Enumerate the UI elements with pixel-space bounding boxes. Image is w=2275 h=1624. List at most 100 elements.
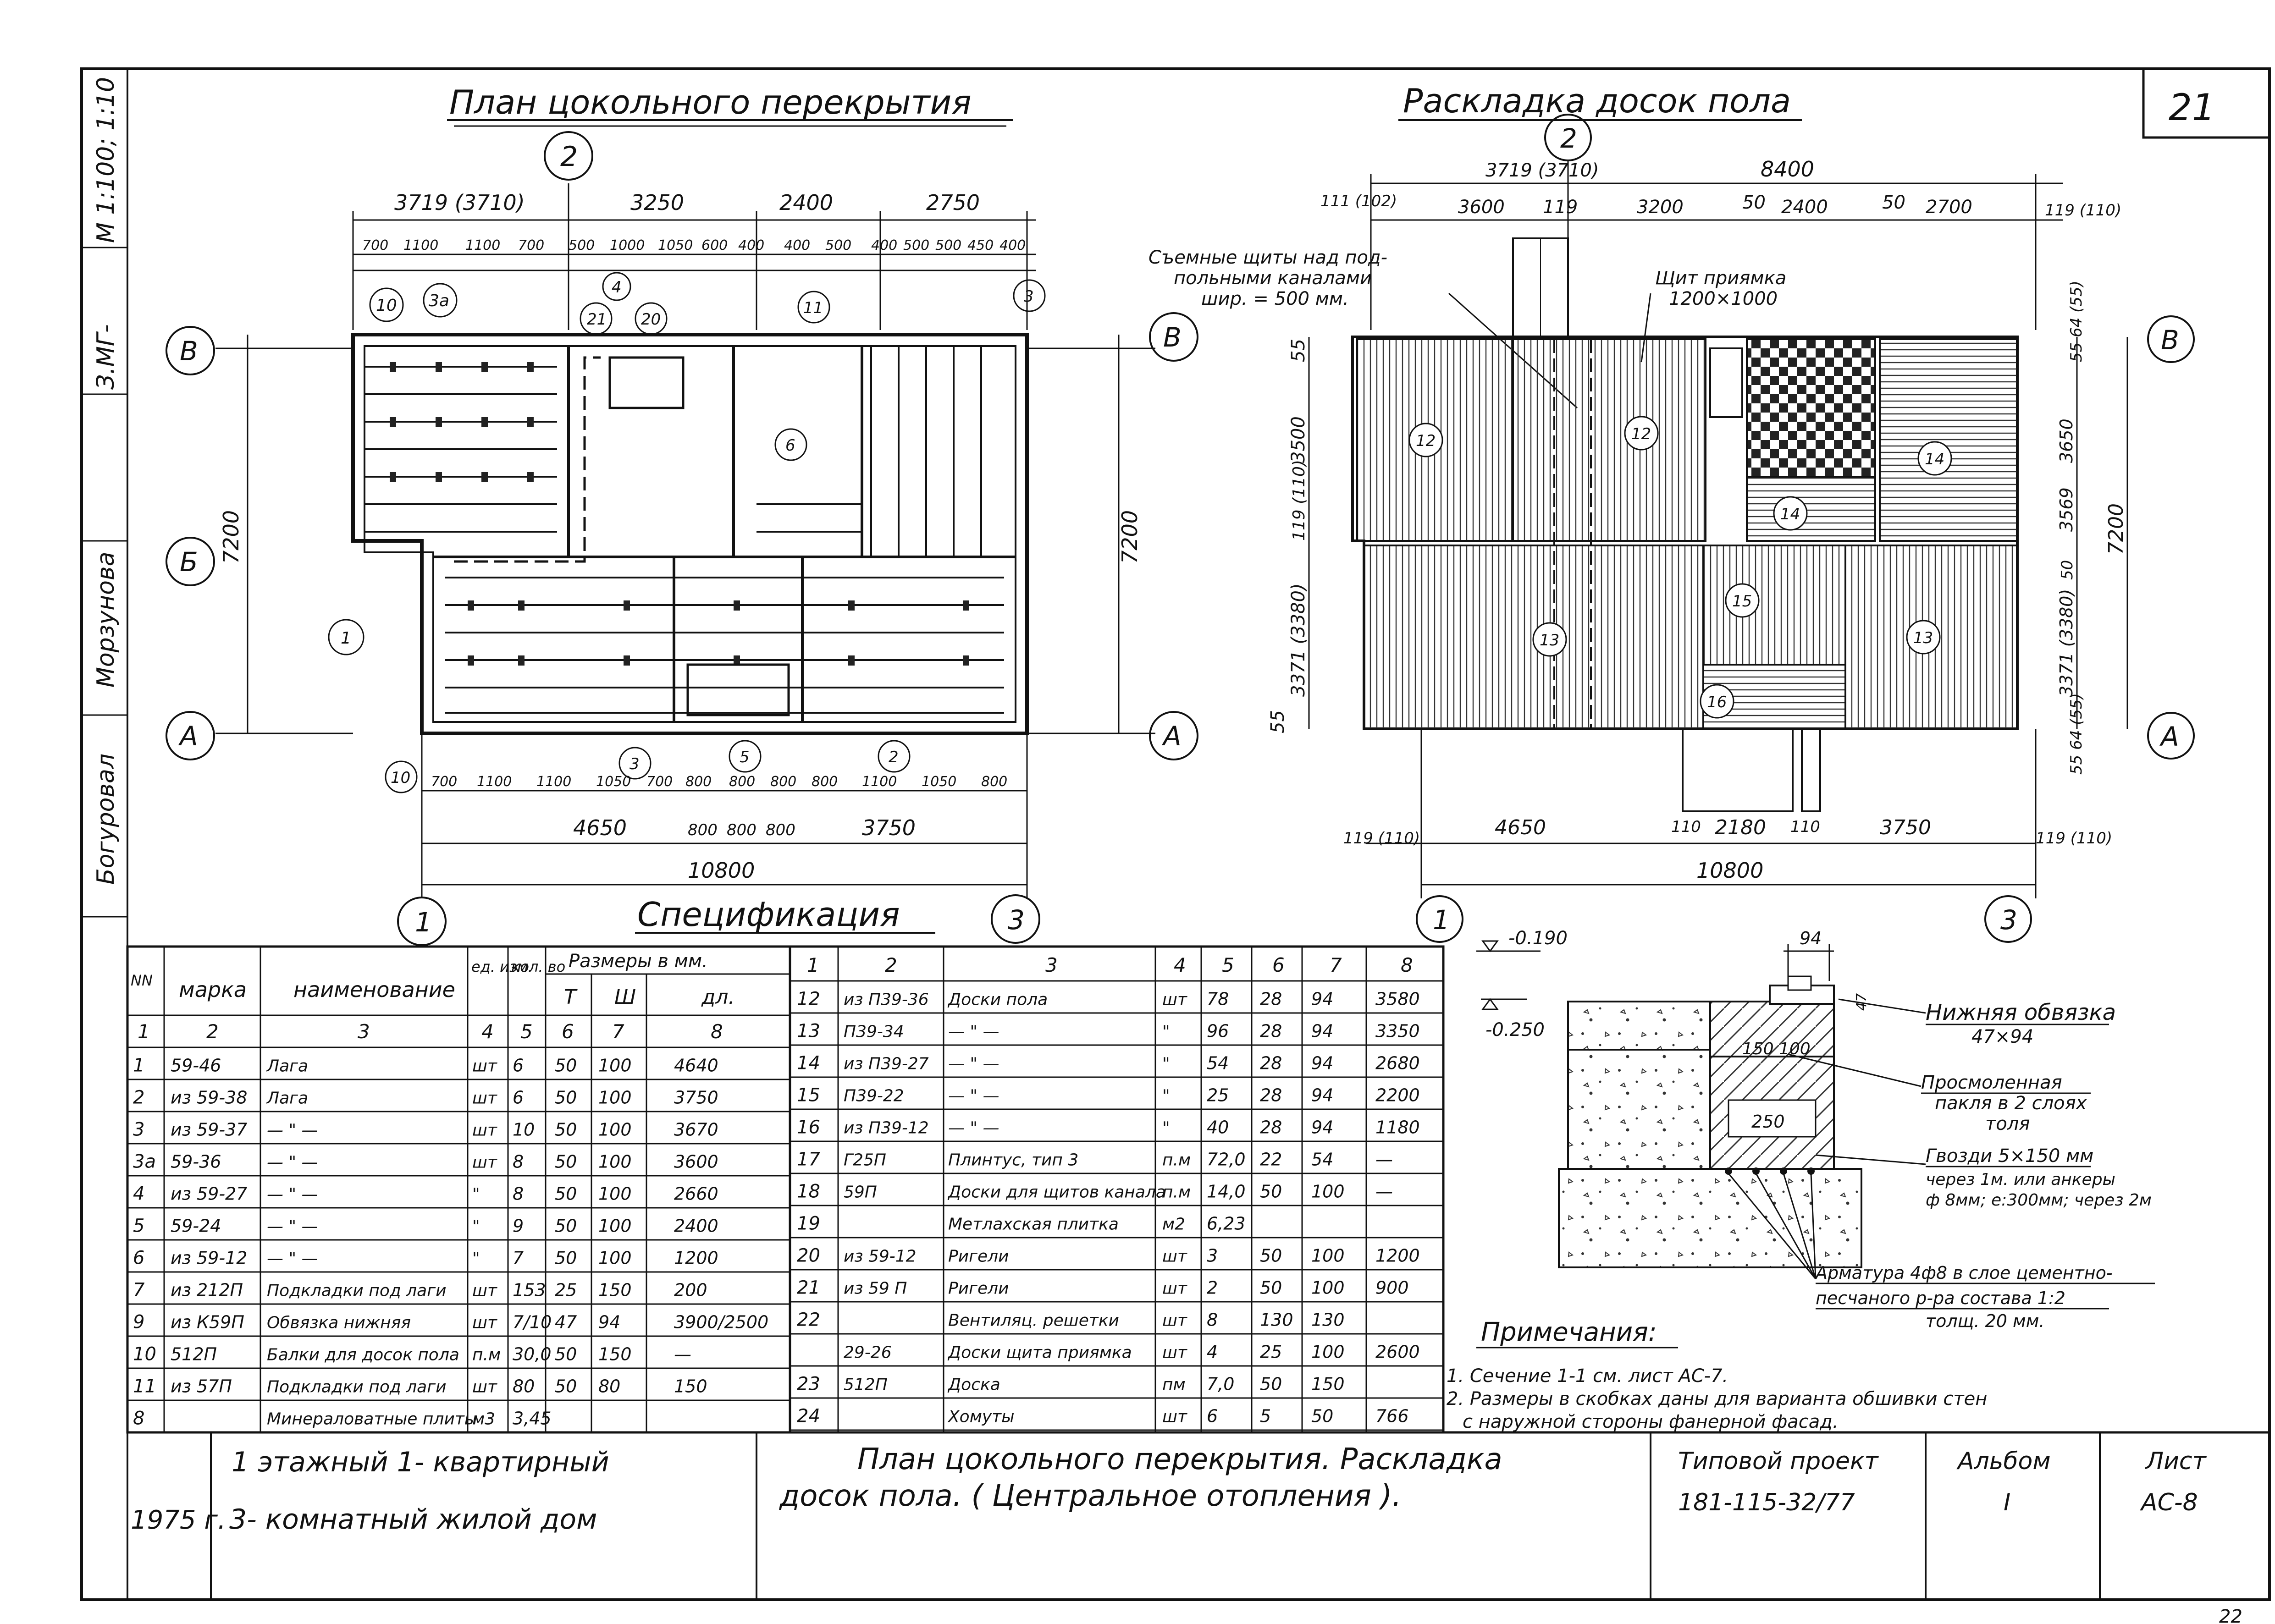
callout-label: 4 [612,278,622,297]
colnum: 2 [206,1020,219,1043]
table-cell: 100 [1311,1182,1345,1202]
callout-label: 11 [803,299,823,317]
spec-left-h-no: NN [131,972,153,989]
table-cell: 6,23 [1207,1214,1246,1234]
table-cell: 2660 [674,1184,718,1204]
table-cell: 28 [1260,1085,1282,1106]
table-cell: Подкладки под лаги [267,1378,447,1397]
page-bottom-mark: 22 [2219,1606,2242,1624]
zone-label: 13 [1540,631,1559,650]
floor-sub-dim: 2700 [1926,197,1972,218]
table-cell: 19 [797,1213,820,1234]
table-cell: 8 [513,1152,524,1172]
plan-sub-dim: 700 [518,237,544,253]
table-cell: 50 [1260,1182,1282,1202]
colnum: 6 [1272,954,1285,976]
table-cell: 1200 [674,1248,718,1268]
floor-top-dim-1: 3719 (3710) [1485,160,1599,181]
plan-bottom-sub-dim: 1100 [536,774,571,790]
table-cell: 100 [1311,1246,1345,1266]
plan-sub-dim: 1100 [403,237,438,253]
table-cell: 80 [513,1376,535,1397]
floor-right-dim-2: 3650 [2056,418,2076,463]
callout-label: 10 [391,769,410,787]
zone-label: 12 [1631,425,1651,443]
plan-sub-dim: 500 [935,237,961,253]
table-cell: 3580 [1375,989,1420,1009]
table-cell: 50 [555,1248,577,1268]
table-cell: 5 [133,1216,144,1237]
table-cell: из 59-27 [171,1184,247,1204]
table-cell: 24 [797,1406,820,1427]
section-label-strap: Нижняя обвязка [1926,1000,2116,1025]
table-cell: 900 [1375,1278,1409,1298]
floor-sub-dim: 2400 [1781,197,1828,218]
callout-label: 3 [629,755,640,773]
colnum: 8 [711,1020,723,1043]
plan-bottom-dim-1: 4650 [573,815,627,840]
side-stamp-strip [81,68,128,1601]
plan-sub-dim: 1050 [658,237,693,253]
table-cell: 2 [1207,1278,1218,1298]
table-cell: 16 [797,1117,820,1138]
side-stamp-scale: М 1:100; 1:10 [92,77,120,243]
callout-label: 1 [341,629,351,648]
table-cell: 50 [555,1088,577,1108]
floor-bottom-dim-3: 2180 [1715,816,1766,839]
callout-label: 5 [740,748,750,766]
colnum: 4 [1174,954,1186,976]
section-level-2: -0.250 [1485,1019,1545,1040]
table-cell: Обвязка нижняя [267,1314,411,1332]
table-cell: 200 [674,1280,707,1300]
spec-left-h-w: Ш [614,985,636,1009]
table-cell: 59-24 [171,1216,221,1236]
zone-label: 15 [1732,592,1752,611]
table-cell: — [1375,1182,1393,1202]
floor-left-dim-1: 55 [1288,339,1309,362]
table-cell: 50 [555,1376,577,1397]
table-cell: 72,0 [1207,1150,1246,1170]
table-cell: 50 [555,1216,577,1236]
floor-sub-dim: 119 [1543,197,1578,218]
table-cell: из 59-12 [171,1248,247,1268]
floor-zone-labels: 12 12 14 14 13 15 13 16 [1408,416,1952,719]
section-label-nails-2: через 1м. или анкеры [1926,1170,2115,1189]
side-stamp-checker: Морзунова [92,552,120,688]
table-cell: 5 [1260,1406,1271,1426]
table-cell: шт [1162,1311,1187,1330]
table-cell: 50 [555,1344,577,1365]
table-cell: — " — [948,1055,999,1073]
table-cell: — " — [267,1185,318,1204]
table-cell: 10 [513,1120,535,1140]
table-cell: из 59-38 [171,1088,247,1108]
table-cell: 94 [1311,1021,1333,1041]
type-project-number: 181-115-32/77 [1678,1489,1855,1516]
section-dim-150: 150 [1742,1040,1774,1058]
floor-left-dim-3: 119 (110) [1290,460,1309,541]
table-cell: из К59П [171,1312,244,1332]
plan-bottom-sub-dim: 800 [981,774,1007,790]
table-cell: Вентиляц. решетки [948,1311,1119,1330]
floor-right-dim-4: 7200 [2104,503,2128,555]
colnum: 7 [612,1020,624,1043]
table-cell: Подкладки под лаги [267,1282,447,1300]
table-cell: 11 [133,1376,156,1397]
spec-left-h-sizes: Размеры в мм. [569,951,708,972]
colnum: 5 [520,1020,533,1043]
floor-right-dim-6: 3371 (3380) [2056,589,2076,697]
note-2a: 2. Размеры в скобках даны для варианта о… [1447,1388,1987,1409]
floor-right-dim-5: 50 [2058,560,2076,580]
table-cell: п.м [472,1346,501,1365]
spec-left-colnums: 1 2 3 4 5 6 7 8 [138,1020,723,1043]
plan-top-dim-4: 2750 [926,190,980,215]
table-cell: шт [472,1089,497,1108]
notes-title: Примечания: [1481,1317,1657,1347]
table-cell: 12 [797,989,820,1010]
table-cell: 3 [1207,1246,1218,1266]
table-cell: 130 [1311,1310,1345,1330]
plan-sub-dim: 500 [825,237,851,253]
plan-sub-dim: 700 [362,237,388,253]
table-cell: 153 [513,1280,546,1300]
section-level-1: -0.190 [1508,928,1568,949]
